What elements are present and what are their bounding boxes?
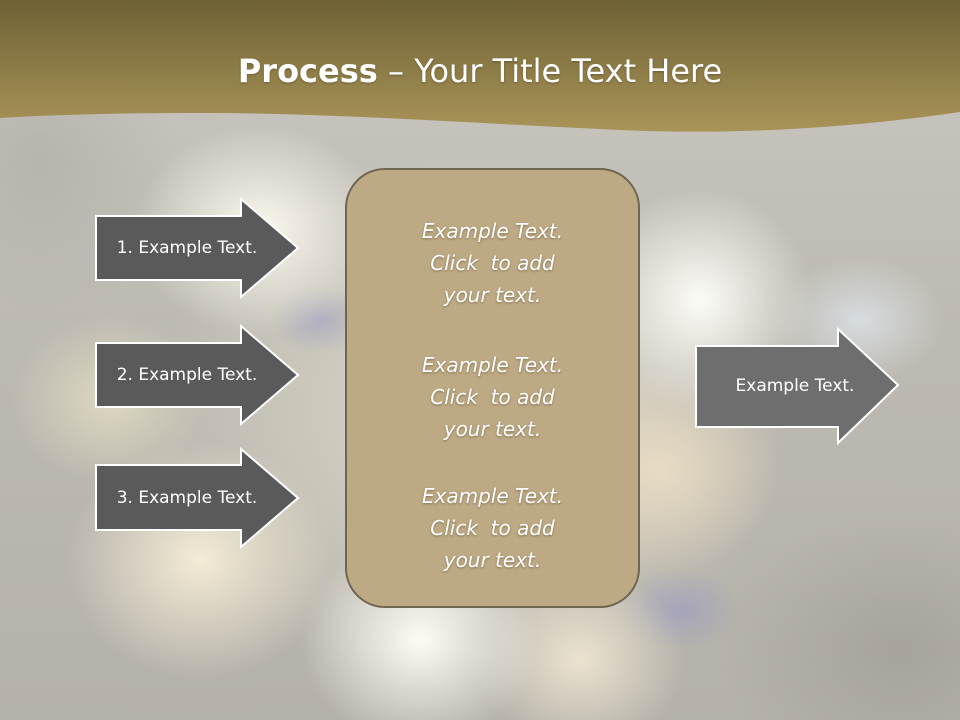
step-arrow-2-shape — [95, 323, 300, 427]
paragraph-line: your text. — [443, 548, 542, 572]
title-rest-part: – Your Title Text Here — [377, 52, 723, 90]
paragraph-line: Example Text. — [421, 219, 564, 243]
result-arrow-shape — [695, 326, 900, 446]
center-paragraph-1: Example Text. Click to add your text. — [347, 215, 638, 311]
step-arrow-1-shape — [95, 196, 300, 300]
center-text-box[interactable]: Example Text. Click to add your text. Ex… — [345, 168, 640, 608]
step-arrow-3[interactable]: 3. Example Text. — [95, 446, 300, 550]
step-arrow-2-label: 2. Example Text. — [116, 365, 258, 385]
center-paragraph-3: Example Text. Click to add your text. — [347, 480, 638, 576]
paragraph-line: Example Text. — [421, 484, 564, 508]
header-band — [0, 0, 960, 132]
step-arrow-1[interactable]: 1. Example Text. — [95, 196, 300, 300]
step-arrow-3-shape — [95, 446, 300, 550]
paragraph-line: Click to add — [430, 516, 555, 540]
paragraph-line: Click to add — [430, 251, 555, 275]
paragraph-line: Click to add — [430, 385, 555, 409]
result-arrow[interactable]: Example Text. — [695, 326, 900, 446]
step-arrow-3-label: 3. Example Text. — [116, 488, 258, 508]
slide-title[interactable]: Process – Your Title Text Here — [0, 52, 960, 90]
step-arrow-1-label: 1. Example Text. — [116, 238, 258, 258]
center-paragraph-2: Example Text. Click to add your text. — [347, 349, 638, 445]
paragraph-line: your text. — [443, 417, 542, 441]
paragraph-line: Example Text. — [421, 353, 564, 377]
step-arrow-2[interactable]: 2. Example Text. — [95, 323, 300, 427]
paragraph-line: your text. — [443, 283, 542, 307]
result-arrow-label: Example Text. — [735, 376, 855, 396]
title-bold-part: Process — [237, 52, 378, 90]
